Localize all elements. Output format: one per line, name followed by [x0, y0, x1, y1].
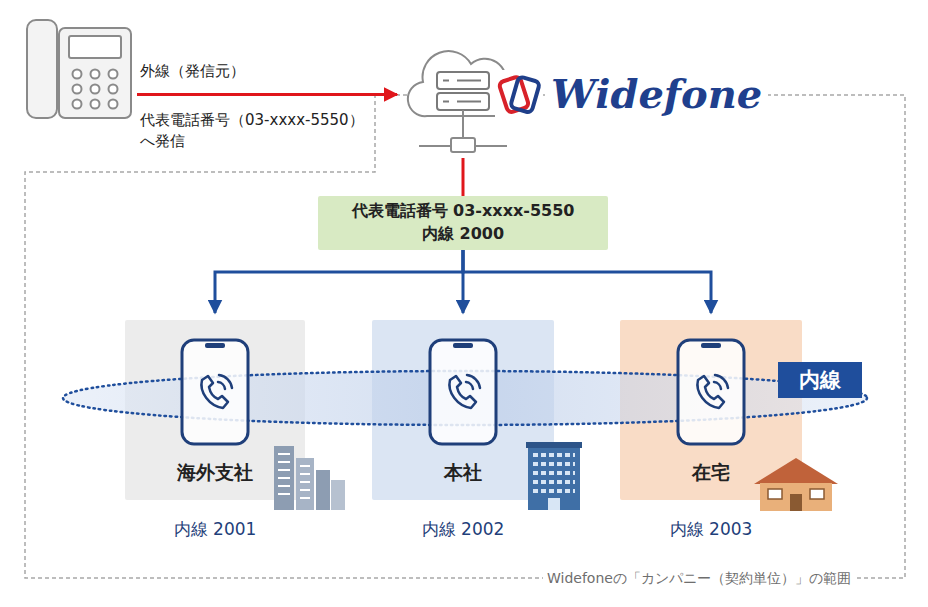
signal-waves [466, 375, 480, 389]
deskphone-shape [25, 18, 133, 120]
logo-icon [495, 70, 543, 118]
connector [215, 250, 463, 313]
house-wall [760, 483, 832, 511]
brand-logo: Widefone [545, 74, 768, 114]
connector [462, 250, 465, 313]
company-boundary [25, 95, 905, 578]
caller-phone: 外線（発信元）代表電話番号（03-xxxx-5550）へ発信 [25, 18, 133, 120]
network-hub [451, 138, 475, 152]
representative-number: 代表電話番号 03-xxxx-5550 [318, 201, 608, 222]
logo-backing [495, 70, 543, 118]
caption: Widefoneの「カンパニー（契約単位）」の範囲 [543, 568, 855, 588]
extension-number: 内線 2000 [318, 224, 608, 245]
signal-waves [714, 375, 728, 389]
keypad-key [91, 100, 100, 109]
handset-glyph [449, 376, 476, 408]
handset [27, 20, 57, 118]
smartphone-icon [678, 340, 744, 444]
office-towers [274, 446, 345, 510]
building-roof [526, 442, 582, 448]
connector [462, 158, 465, 196]
keypad-key [109, 70, 118, 79]
phone-notch [701, 343, 721, 348]
handset-glyph [201, 376, 228, 408]
tower-windows [278, 454, 310, 498]
site-name: 本社 [372, 460, 554, 485]
server-lights [443, 81, 481, 102]
headquarters-building [526, 442, 582, 510]
keypad-key [91, 85, 100, 94]
keypad-key [73, 100, 82, 109]
building-body [528, 446, 580, 510]
phone-body [678, 340, 744, 444]
tower [316, 470, 330, 510]
building-windows [533, 455, 575, 491]
logo-blue-frame [510, 76, 540, 113]
connector [137, 93, 397, 96]
house-roof [754, 458, 838, 484]
keypad-key [73, 85, 82, 94]
house-window [810, 489, 824, 499]
extension-number: 内線 2003 [620, 518, 802, 540]
extension-number: 内線 2001 [125, 518, 305, 540]
keypad-key [73, 70, 82, 79]
band-tag: 内線 [778, 362, 862, 398]
keypad-key [109, 85, 118, 94]
phone-base [59, 28, 131, 118]
connector [463, 250, 711, 313]
building-door [548, 498, 560, 510]
caller-note: 代表電話番号（03-xxxx-5550）へ発信 [140, 110, 376, 152]
extension-number: 内線 2002 [372, 518, 554, 540]
signal-waves [218, 375, 232, 389]
house-door [790, 494, 802, 511]
phone-screen [69, 36, 121, 58]
handset-glyph [697, 376, 724, 408]
phone-body [182, 340, 248, 444]
number-box: 代表電話番号 03-xxxx-5550内線 2000 [318, 196, 608, 250]
phone-body [430, 340, 496, 444]
house-window [768, 489, 782, 499]
tower [331, 480, 345, 510]
smartphone-icon [430, 340, 496, 444]
caller-heading: 外線（発信元） [140, 62, 245, 82]
house [754, 458, 838, 511]
keypad-key [109, 100, 118, 109]
keypad-key [91, 70, 100, 79]
phone-notch [453, 343, 473, 348]
smartphone-icon [182, 340, 248, 444]
phone-notch [205, 343, 225, 348]
